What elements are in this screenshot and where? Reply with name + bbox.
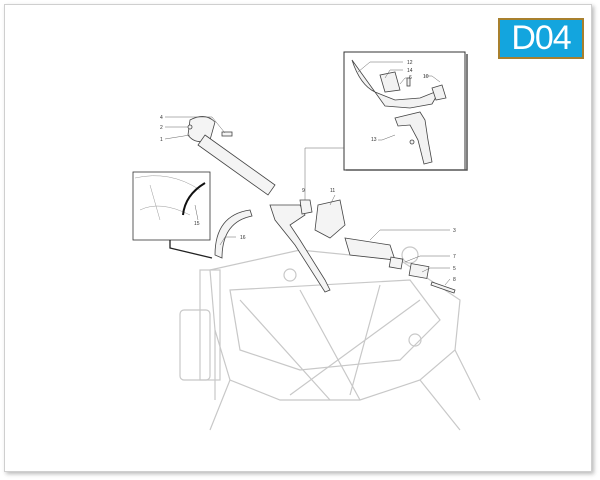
- callout-11: 11: [330, 188, 335, 194]
- callout-10: 10: [423, 74, 429, 80]
- callout-8: 8: [453, 277, 456, 283]
- callout-12: 12: [407, 60, 413, 66]
- callout-2: 2: [160, 125, 163, 131]
- inset-cable-detail: [132, 171, 211, 241]
- callout-7: 7: [453, 254, 456, 260]
- callout-15: 15: [194, 221, 200, 227]
- handlebar-assembly: [187, 116, 456, 294]
- callout-5: 5: [453, 266, 456, 272]
- callout-6: 6: [409, 75, 412, 81]
- callout-4: 4: [160, 115, 163, 121]
- callout-9: 9: [302, 188, 305, 194]
- callout-3: 3: [453, 228, 456, 234]
- motorcycle-frame: [179, 246, 481, 431]
- callout-16: 16: [240, 235, 246, 241]
- callout-13: 13: [371, 137, 377, 143]
- callout-14: 14: [407, 68, 413, 74]
- inset-lever-detail: [343, 51, 466, 171]
- callout-1: 1: [160, 137, 163, 143]
- section-code-badge: D04: [498, 18, 584, 59]
